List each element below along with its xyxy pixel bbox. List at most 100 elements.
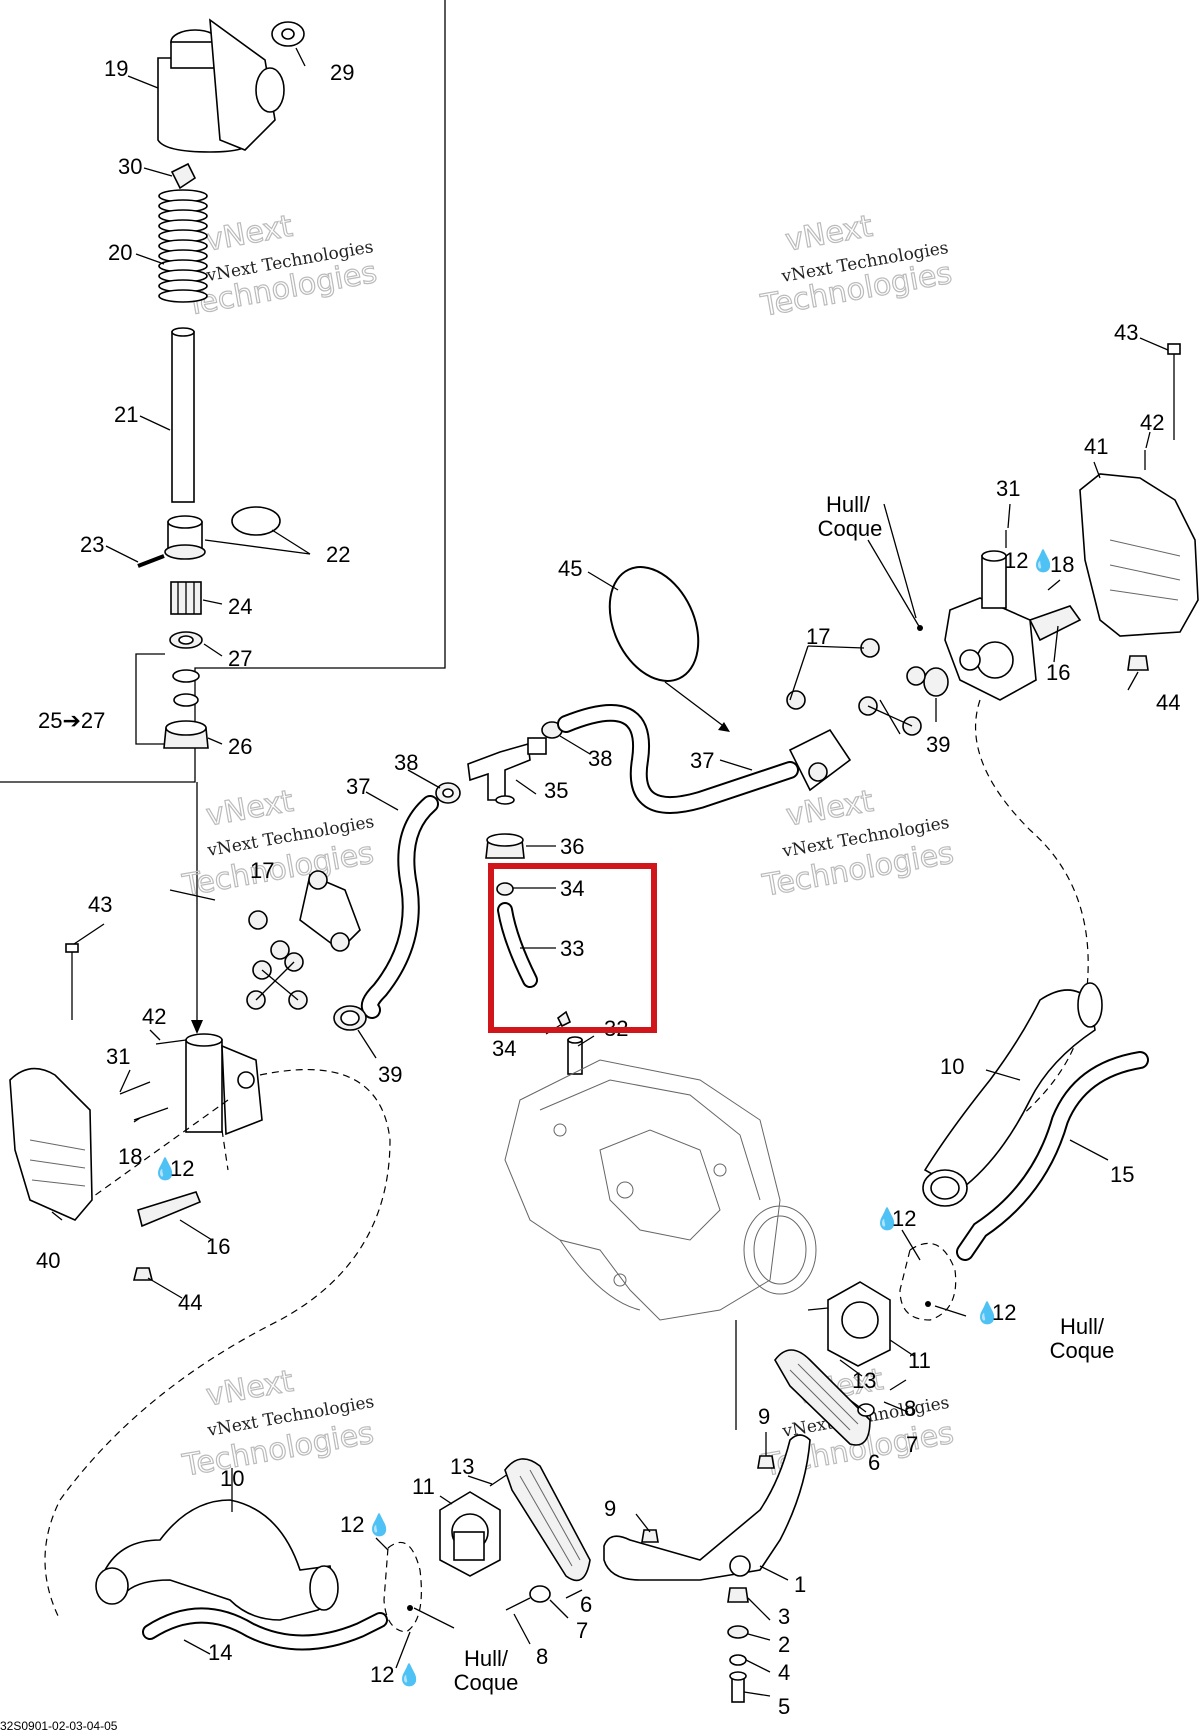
part-17-linkage-right bbox=[786, 638, 926, 792]
part-42-bolt-left bbox=[155, 1039, 187, 1045]
callout-12b: 12 bbox=[170, 1156, 194, 1181]
part-23-pin bbox=[137, 554, 165, 568]
part-37-hose-left bbox=[360, 795, 439, 1019]
callout-24: 24 bbox=[228, 594, 252, 619]
part-3-nut-center bbox=[727, 1587, 749, 1603]
svg-text:Coque: Coque bbox=[1050, 1338, 1115, 1363]
callout-18a: 18 bbox=[1050, 552, 1074, 577]
callout-7a: 7 bbox=[906, 1432, 918, 1457]
part-8-bolt-left bbox=[505, 1597, 531, 1611]
callout-39a: 39 bbox=[926, 732, 950, 757]
hull-top-leader bbox=[867, 539, 921, 629]
callout-37b: 37 bbox=[690, 748, 714, 773]
part-11-bearing-right bbox=[827, 1281, 891, 1367]
callout-43a: 43 bbox=[1114, 320, 1138, 345]
callout-2: 2 bbox=[778, 1632, 790, 1657]
svg-text:Hull/: Hull/ bbox=[1060, 1314, 1105, 1339]
part-7-washer-right bbox=[857, 1403, 875, 1417]
hull-label-bottom: Hull/ Coque bbox=[454, 1646, 519, 1695]
spring-coil bbox=[158, 289, 208, 303]
callout-19: 19 bbox=[104, 56, 128, 81]
svg-text:Hull/: Hull/ bbox=[464, 1646, 509, 1671]
part-steering-head-left bbox=[185, 1033, 263, 1136]
drop-icon-12a: 💧 bbox=[1030, 548, 1056, 573]
svg-text:vNext: vNext bbox=[784, 784, 877, 834]
callout-11a: 11 bbox=[908, 1348, 931, 1373]
part-13-bolt-left bbox=[489, 1473, 509, 1487]
callout-30: 30 bbox=[118, 154, 142, 179]
callout-34b: 34 bbox=[492, 1036, 516, 1061]
callout-4: 4 bbox=[778, 1660, 790, 1685]
callout-20: 20 bbox=[108, 240, 132, 265]
callout-31a: 31 bbox=[996, 476, 1020, 501]
svg-text:Coque: Coque bbox=[818, 516, 883, 541]
callout-45: 45 bbox=[558, 556, 582, 581]
part-34-clamp-lower bbox=[556, 1010, 572, 1028]
leader-lines bbox=[51, 47, 1169, 1697]
part-16-lever-left bbox=[137, 1191, 202, 1228]
callout-6a: 6 bbox=[868, 1450, 880, 1475]
part-31-bolt-left bbox=[119, 1081, 151, 1095]
callout-12a: 12 bbox=[1004, 548, 1028, 573]
part-43-bolt-left bbox=[65, 943, 79, 1020]
drawing-code: 32S0901-02-03-04-05 bbox=[0, 1719, 118, 1733]
part-16-lever-right bbox=[1028, 605, 1082, 642]
part-1-steering-arm bbox=[603, 1434, 811, 1581]
part-20-spring bbox=[158, 189, 208, 303]
callout-12c: 12 bbox=[892, 1206, 916, 1231]
jet-pump-housing bbox=[504, 1059, 817, 1321]
drop-icon-12b: 💧 bbox=[152, 1156, 178, 1181]
part-27-bearings bbox=[169, 631, 203, 707]
part-8-bolt-right bbox=[889, 1379, 907, 1391]
part-34-clamp-upper bbox=[496, 882, 514, 896]
drop-icon-12d: 💧 bbox=[974, 1300, 1000, 1325]
part-19-housing bbox=[157, 18, 285, 153]
callout-10a: 10 bbox=[940, 1054, 964, 1079]
callout-42a: 42 bbox=[1140, 410, 1164, 435]
callout-22: 22 bbox=[326, 542, 350, 567]
callout-14: 14 bbox=[208, 1640, 232, 1665]
callout-9b: 9 bbox=[604, 1496, 616, 1521]
callout-16b: 16 bbox=[206, 1234, 230, 1259]
part-40-shield-left bbox=[9, 1067, 93, 1221]
part-9-nut-right bbox=[757, 1455, 775, 1469]
callout-labels: 19 29 30 20 21 23 22 24 27 25➔27 26 45 3… bbox=[36, 56, 1180, 1719]
drop-icon-12f: 💧 bbox=[396, 1662, 422, 1687]
hull-label-top: Hull/ Coque bbox=[818, 492, 883, 541]
part-6-lever-left bbox=[504, 1458, 591, 1582]
callout-9a: 9 bbox=[758, 1404, 770, 1429]
part-6-lever-right bbox=[774, 1349, 871, 1446]
part-26-nut bbox=[163, 720, 209, 749]
callout-15: 15 bbox=[1110, 1162, 1134, 1187]
svg-text:Coque: Coque bbox=[454, 1670, 519, 1695]
leader-left-dash bbox=[93, 1099, 229, 1197]
callout-38a: 38 bbox=[394, 750, 418, 775]
callout-38b: 38 bbox=[588, 746, 612, 771]
callout-13a: 13 bbox=[852, 1368, 876, 1393]
callout-6b: 6 bbox=[580, 1592, 592, 1617]
part-37-hose-right-inner bbox=[559, 705, 797, 812]
callout-12e: 12 bbox=[340, 1512, 364, 1537]
part-33-hose-inner bbox=[499, 904, 536, 986]
part-24-splined-sleeve bbox=[170, 581, 202, 615]
callout-39b: 39 bbox=[378, 1062, 402, 1087]
callout-29: 29 bbox=[330, 60, 354, 85]
part-29-washer bbox=[271, 21, 305, 47]
part-21-shaft bbox=[171, 327, 195, 503]
part-30-pin bbox=[170, 162, 197, 190]
part-9-nut-left bbox=[641, 1529, 659, 1543]
callout-10b: 10 bbox=[220, 1466, 244, 1491]
part-2-washer-center bbox=[727, 1625, 749, 1639]
callout-44a: 44 bbox=[1156, 690, 1180, 715]
bracket-25-27 bbox=[135, 653, 165, 745]
callout-33: 33 bbox=[560, 936, 584, 961]
svg-text:vNext: vNext bbox=[204, 1364, 297, 1414]
svg-text:vNext: vNext bbox=[203, 209, 296, 259]
callout-11b: 11 bbox=[412, 1474, 435, 1499]
callout-27: 27 bbox=[228, 646, 252, 671]
callout-12f: 12 bbox=[370, 1662, 394, 1687]
part-14-hose-left-inner bbox=[144, 1609, 386, 1649]
callout-3: 3 bbox=[778, 1604, 790, 1629]
callout-42b: 42 bbox=[142, 1004, 166, 1029]
